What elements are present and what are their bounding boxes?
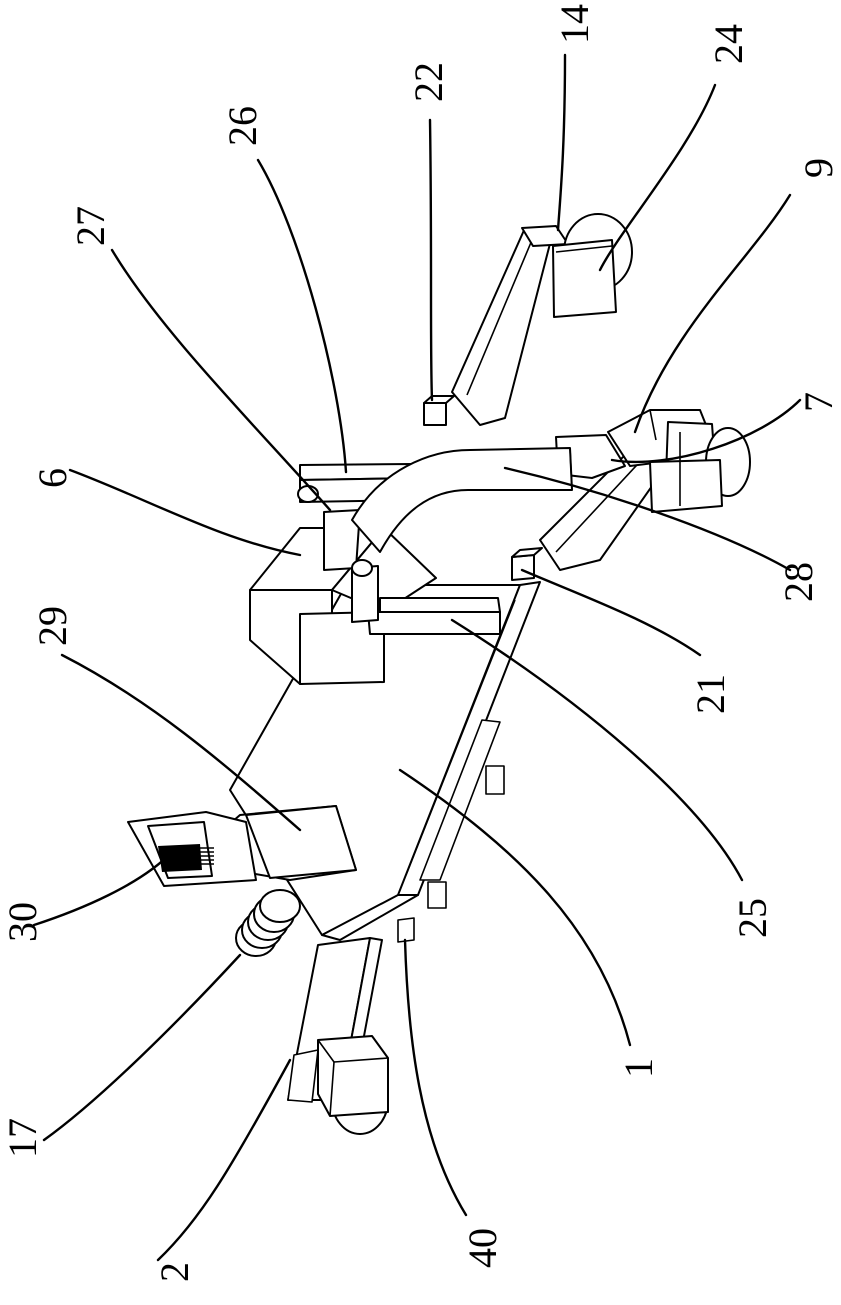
label-21: 21 bbox=[688, 674, 733, 714]
label-27: 27 bbox=[68, 206, 113, 246]
rear-arm bbox=[452, 214, 632, 425]
label-6: 6 bbox=[30, 468, 75, 488]
holder-29 bbox=[128, 806, 356, 886]
block-22 bbox=[424, 396, 454, 425]
label-17: 17 bbox=[0, 1118, 45, 1158]
label-24: 24 bbox=[706, 24, 751, 64]
label-26: 26 bbox=[220, 106, 265, 146]
spring-17 bbox=[236, 890, 300, 956]
label-29: 29 bbox=[30, 606, 75, 646]
label-30: 30 bbox=[0, 902, 45, 942]
label-9: 9 bbox=[796, 158, 841, 178]
label-2: 2 bbox=[152, 1262, 197, 1282]
label-25: 25 bbox=[730, 898, 775, 938]
label-28: 28 bbox=[776, 562, 821, 602]
label-14: 14 bbox=[552, 4, 597, 44]
label-22: 22 bbox=[406, 62, 451, 102]
block-21 bbox=[512, 548, 542, 580]
label-1: 1 bbox=[616, 1058, 661, 1078]
front-wheel bbox=[318, 1036, 388, 1134]
label-7: 7 bbox=[796, 392, 841, 412]
label-40: 40 bbox=[460, 1228, 505, 1268]
